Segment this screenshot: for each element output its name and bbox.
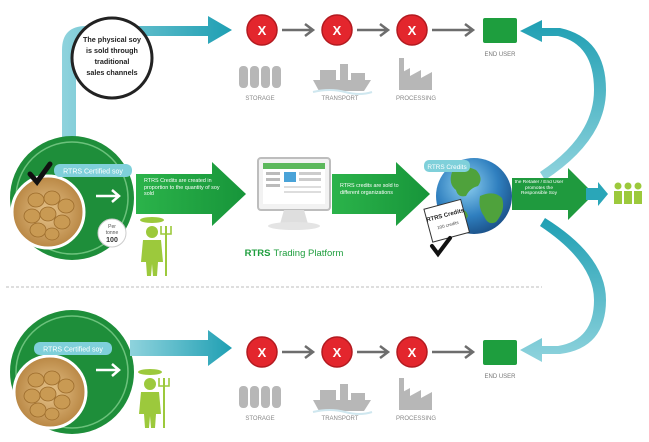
price-tag-value: 100 — [106, 237, 118, 244]
callout-bubble: The physical soy is sold through traditi… — [70, 16, 154, 100]
processing-label: PROCESSING — [396, 416, 436, 422]
factory-icon — [399, 378, 432, 410]
chain-arrow-icon — [432, 345, 476, 359]
chain-arrow-icon — [282, 23, 316, 37]
green-arrow-1 — [136, 162, 246, 226]
storage-label: STORAGE — [245, 416, 274, 422]
ship-icon — [312, 64, 373, 95]
green-arrow-2 — [332, 162, 430, 226]
teal-arrow-right-top — [520, 20, 606, 180]
farmer-icon — [138, 369, 170, 428]
teal-arrow-right-bottom — [520, 218, 606, 362]
computer-icon — [257, 157, 331, 230]
globe-badge — [424, 160, 470, 172]
green-arrow-3 — [512, 168, 594, 220]
teal-arrow-bottom — [130, 330, 232, 366]
arrow-1-text: RTRS Credits are created in proportion t… — [144, 178, 220, 198]
end-user-label: END USER — [484, 374, 516, 380]
processing-label: PROCESSING — [396, 96, 436, 102]
teal-arrow-top-left — [62, 16, 232, 140]
producer-bottom: RTRS Certified soy — [10, 310, 134, 434]
svg-text:X: X — [333, 23, 342, 38]
callout-line2: is sold through — [86, 46, 138, 55]
ship-icon — [312, 384, 373, 415]
callout-line3: traditional — [95, 57, 130, 66]
cross-icon: X — [321, 336, 353, 368]
transport-label: TRANSPORT — [322, 416, 359, 422]
end-user-label: END USER — [484, 52, 516, 58]
end-user-icon — [483, 340, 517, 365]
arrow-icon — [96, 363, 121, 377]
price-tag-line2: tonne — [106, 230, 119, 236]
storage-label: STORAGE — [245, 96, 274, 102]
price-tag — [97, 218, 127, 248]
price-tag-line1: Per — [108, 224, 116, 230]
farmer-icon — [140, 217, 172, 276]
storage-icon — [239, 386, 281, 408]
callout-line4: sales channels — [86, 68, 137, 77]
arrow-3-text: the Retailer / End User promotes the Res… — [514, 180, 564, 197]
transport-label: TRANSPORT — [322, 96, 359, 102]
storage-icon — [239, 66, 281, 88]
badge-label: RTRS Certified soy — [43, 347, 103, 354]
chain-arrow-icon — [357, 23, 391, 37]
svg-text:X: X — [408, 345, 417, 360]
arrow-icon — [96, 189, 121, 203]
cross-icon: X — [396, 336, 428, 368]
svg-text:X: X — [333, 345, 342, 360]
credits-ticket: RTRS Credits 100 credits — [423, 198, 471, 243]
factory-icon — [399, 58, 432, 90]
svg-text:X: X — [408, 23, 417, 38]
svg-text:X: X — [258, 345, 267, 360]
svg-text:X: X — [258, 23, 267, 38]
teal-arrow-people — [586, 182, 608, 206]
checkmark-icon — [430, 236, 452, 258]
cross-icon: X — [246, 14, 278, 46]
end-user-icon — [483, 18, 517, 43]
supply-chain-bottom: X X X END USER STORAGE — [239, 336, 517, 422]
badge — [34, 342, 112, 355]
cross-icon: X — [246, 336, 278, 368]
globe-badge-label: RTRS Credits — [427, 164, 466, 171]
callout-line1: The physical soy — [83, 35, 141, 44]
ticket-sub: 100 credits — [437, 220, 460, 231]
checkmark-icon — [27, 161, 53, 187]
chain-arrow-icon — [432, 23, 476, 37]
chain-arrow-icon — [282, 345, 316, 359]
supply-chain-top: X X X END USER STORAGE — [239, 14, 517, 102]
chain-arrow-icon — [357, 345, 391, 359]
badge — [54, 164, 132, 177]
arrow-2-text: RTRS credits are sold to different organ… — [340, 183, 399, 196]
producer-top: RTRS Certified soy Per tonne 100 — [10, 136, 134, 260]
cross-icon: X — [396, 14, 428, 46]
people-icon — [614, 182, 642, 204]
badge-label: RTRS Certified soy — [63, 169, 123, 176]
cross-icon: X — [321, 14, 353, 46]
